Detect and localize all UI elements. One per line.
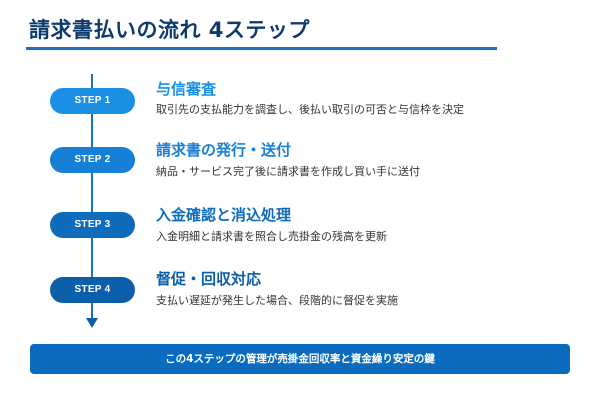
step-title: 入金確認と消込処理 [156, 206, 292, 224]
step-description: 入金明細と請求書を照合し売掛金の残高を更新 [156, 230, 387, 243]
step-title: 請求書の発行・送付 [156, 141, 292, 159]
summary-banner: この4ステップの管理が売掛金回収率と資金繰り安定の鍵 [30, 344, 570, 374]
step-description: 支払い遅延が発生した場合、段階的に督促を実施 [156, 294, 398, 307]
step-title: 与信審査 [156, 80, 217, 98]
step-description: 取引先の支払能力を調査し、後払い取引の可否と与信枠を決定 [156, 103, 464, 116]
step-badge: STEP 3 [50, 212, 135, 238]
page-title: 請求書払いの流れ 4ステップ [29, 18, 310, 42]
step-badge: STEP 2 [50, 147, 135, 173]
timeline-line [91, 74, 93, 318]
arrow-down-icon [86, 318, 98, 328]
step-badge: STEP 1 [50, 88, 135, 114]
step-badge: STEP 4 [50, 277, 135, 303]
step-description: 納品・サービス完了後に請求書を作成し買い手に送付 [156, 165, 420, 178]
title-underline [26, 47, 497, 50]
step-title: 督促・回収対応 [156, 270, 262, 288]
